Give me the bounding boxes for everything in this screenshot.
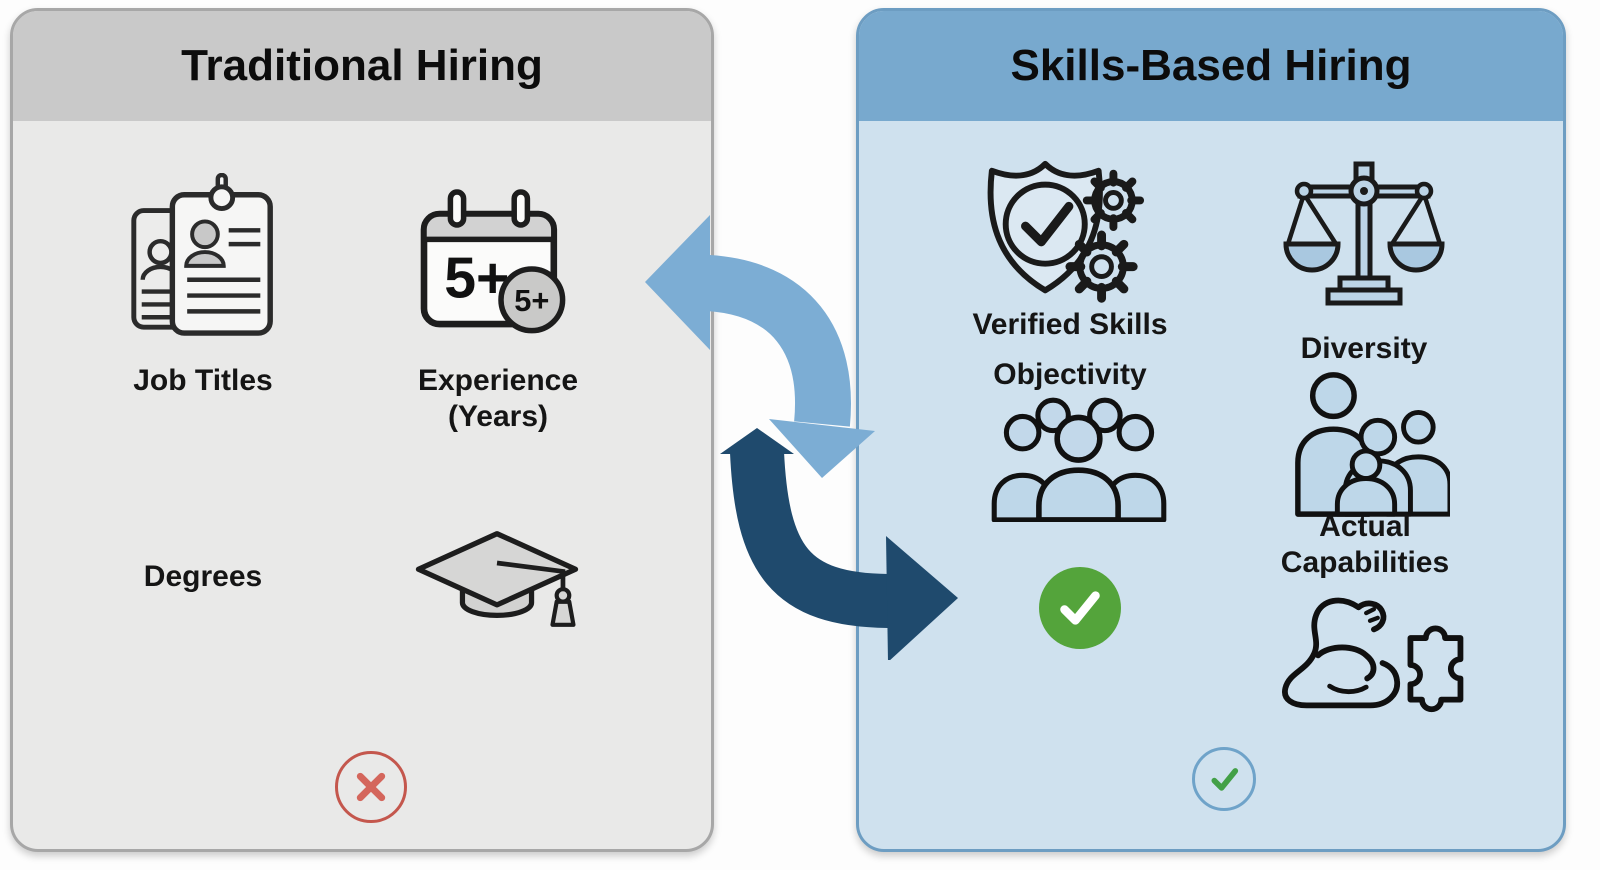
verified-skills-label: Verified Skills [972,308,1168,341]
balance-scale-icon [1283,158,1445,313]
shield-check-gears-icon [971,151,1159,319]
skills-based-hiring-title: Skills-Based Hiring [1010,41,1412,90]
objectivity-label: Objectivity [993,358,1147,391]
traditional-hiring-header: Traditional Hiring [13,11,711,121]
resume-cards-icon [118,173,286,341]
muscle-puzzle-icon [1270,591,1472,713]
x-circle-icon [335,751,407,823]
skills-based-hiring-header: Skills-Based Hiring [859,11,1563,121]
traditional-hiring-title: Traditional Hiring [181,41,543,90]
traditional-hiring-panel: Traditional Hiring [10,8,714,852]
calendar-icon: 5+ 5+ [413,183,578,343]
job-titles-label: Job Titles [133,364,273,397]
degrees-label: Degrees [143,560,263,593]
experience-label: Experience (Years) [417,364,579,433]
actual-capabilities-label: Actual Capabilities [1280,510,1450,579]
diversity-label: Diversity [1300,332,1428,365]
people-group-icon [990,390,1168,522]
green-check-badge [1039,567,1121,649]
calendar-badge-text: 5+ [514,283,549,318]
check-circle-icon [1192,747,1256,811]
graduation-cap-icon [408,526,586,644]
people-team-icon [1282,366,1450,524]
skills-based-hiring-panel: Skills-Based Hiring [856,8,1566,852]
